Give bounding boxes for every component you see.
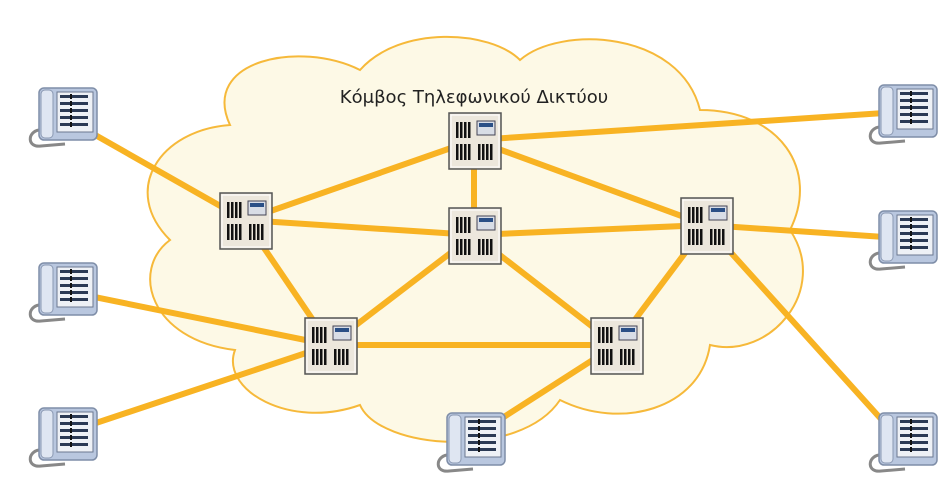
switch-node-s3[interactable] [448, 207, 502, 265]
link-p6-s4 [705, 222, 901, 241]
switch-node-s5[interactable] [304, 317, 358, 375]
phone-icon-p7[interactable] [868, 412, 938, 473]
phone-icon-p6[interactable] [868, 210, 938, 271]
link-p7-s4 [703, 222, 903, 443]
switch-node-s2[interactable] [219, 192, 273, 250]
cloud-title: Κόμβος Τηλεφωνικού Δικτύου [340, 87, 608, 108]
nodes-layer [28, 84, 938, 473]
link-s1-s4 [472, 137, 708, 228]
switch-node-s6[interactable] [590, 317, 644, 375]
link-s2-s3 [244, 217, 475, 238]
link-p2-s5 [59, 287, 331, 348]
phone-icon-p3[interactable] [28, 407, 98, 468]
link-s3-s4 [473, 222, 707, 238]
phone-icon-p5[interactable] [868, 84, 938, 145]
switch-node-s4[interactable] [680, 197, 734, 255]
switch-node-s1[interactable] [448, 112, 502, 170]
phone-icon-p4[interactable] [436, 412, 506, 473]
link-p3-s5 [59, 342, 331, 438]
phone-icon-p1[interactable] [28, 87, 98, 148]
link-p5-s1 [473, 109, 901, 143]
phone-icon-p2[interactable] [28, 262, 98, 323]
link-s1-s2 [244, 137, 475, 223]
